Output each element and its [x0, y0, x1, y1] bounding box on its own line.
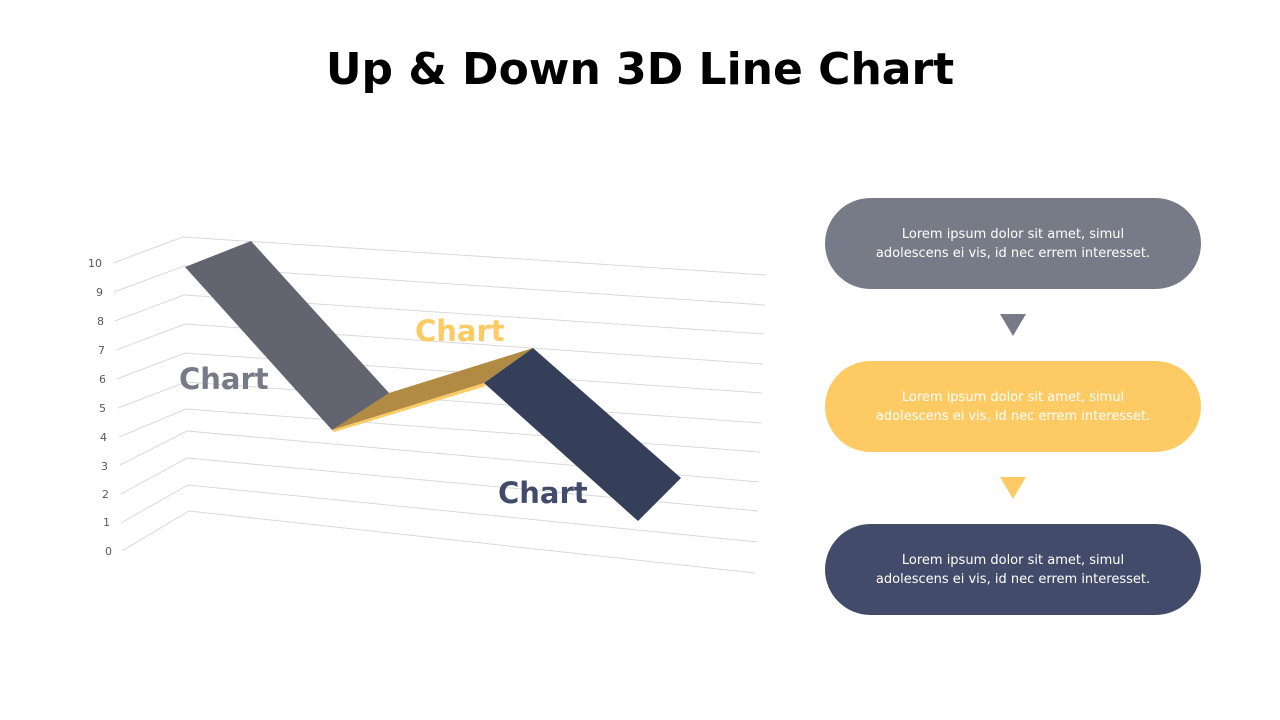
chart-area: 10 9 8 7 6 5 4 3 2 1 0 Chart Chart Chart [88, 236, 767, 574]
info-card-line-2: adolescens ei vis, id nec errem interess… [875, 408, 1151, 424]
info-card-line-1: Lorem ipsum dolor sit amet, simul [901, 226, 1125, 242]
y-tick-0: 0 [105, 545, 112, 558]
info-card-gold: Lorem ipsum dolor sit amet, simul adoles… [825, 361, 1201, 452]
info-card-line-1: Lorem ipsum dolor sit amet, simul [901, 389, 1125, 405]
info-card-line-1: Lorem ipsum dolor sit amet, simul [901, 552, 1125, 568]
info-card-text: Lorem ipsum dolor sit amet, simul adoles… [863, 388, 1163, 426]
y-tick-2: 2 [102, 488, 109, 501]
y-tick-9: 9 [96, 286, 103, 299]
chart-gridlines [112, 236, 767, 574]
series-label-gray: Chart [179, 362, 269, 396]
series-label-gold: Chart [415, 314, 505, 348]
down-arrow-icon [1000, 314, 1026, 336]
y-tick-3: 3 [101, 460, 108, 473]
info-card-navy: Lorem ipsum dolor sit amet, simul adoles… [825, 524, 1201, 615]
info-card-text: Lorem ipsum dolor sit amet, simul adoles… [863, 551, 1163, 589]
series-gold-band [332, 348, 533, 430]
y-tick-4: 4 [100, 431, 107, 444]
series-gray-band [185, 241, 390, 430]
y-tick-10: 10 [88, 257, 102, 270]
series-gold-band-edge [332, 383, 486, 432]
info-card-line-2: adolescens ei vis, id nec errem interess… [875, 245, 1151, 261]
y-tick-1: 1 [103, 516, 110, 529]
info-card-text: Lorem ipsum dolor sit amet, simul adoles… [863, 225, 1163, 263]
y-tick-7: 7 [98, 344, 105, 357]
y-tick-8: 8 [97, 315, 104, 328]
series-navy-band [484, 348, 681, 521]
y-tick-5: 5 [99, 402, 106, 415]
info-card-gray: Lorem ipsum dolor sit amet, simul adoles… [825, 198, 1201, 289]
info-card-line-2: adolescens ei vis, id nec errem interess… [875, 571, 1151, 587]
down-arrow-icon [1000, 477, 1026, 499]
y-tick-6: 6 [99, 373, 106, 386]
series-label-navy: Chart [498, 476, 588, 510]
page-title: Up & Down 3D Line Chart [325, 44, 955, 95]
